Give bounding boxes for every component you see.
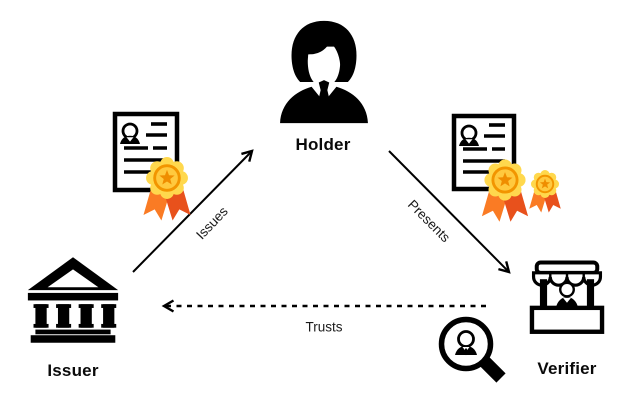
bank-columns bbox=[33, 304, 117, 328]
medal-icon-small bbox=[529, 169, 561, 213]
medal-star bbox=[159, 169, 175, 185]
magnifier-person-icon bbox=[455, 330, 477, 356]
certificate-person-icon bbox=[459, 124, 479, 146]
medal-star bbox=[497, 172, 513, 187]
issues-arrow bbox=[132, 149, 254, 273]
bank-stylobate bbox=[35, 329, 111, 335]
holder-label: Holder bbox=[295, 135, 351, 154]
verifier-stall-icon bbox=[529, 260, 605, 334]
medal-icon bbox=[481, 159, 529, 222]
verifier-label: Verifier bbox=[537, 359, 597, 378]
certificate-paper bbox=[451, 113, 517, 192]
holder-person-icon bbox=[280, 20, 368, 124]
trusts-edge-label: Trusts bbox=[305, 319, 343, 335]
issued-credential-certificate-icon bbox=[112, 111, 191, 221]
bank-entablature bbox=[27, 292, 119, 301]
certificate-person-icon bbox=[120, 122, 140, 144]
verify-magnifier-icon bbox=[438, 316, 506, 383]
stall-post-right bbox=[586, 279, 595, 312]
holder-tie bbox=[316, 80, 332, 119]
medal-icon bbox=[143, 157, 191, 221]
stall-counter bbox=[529, 305, 605, 334]
issuer-bank-icon bbox=[27, 257, 119, 343]
medal-star bbox=[539, 178, 551, 189]
presented-credential-certificate-icon bbox=[451, 113, 561, 222]
stall-post-left bbox=[539, 279, 548, 312]
holder-fringe bbox=[302, 26, 347, 65]
holder-face bbox=[307, 46, 341, 87]
presents-arrow bbox=[388, 150, 511, 274]
stall-vendor-person-icon bbox=[555, 281, 579, 308]
bank-pediment-inner bbox=[47, 269, 99, 288]
bank-base bbox=[30, 335, 116, 343]
issuer-label: Issuer bbox=[47, 361, 99, 380]
magnifier-handle bbox=[479, 356, 506, 383]
stall-awning-dividers bbox=[549, 272, 585, 279]
